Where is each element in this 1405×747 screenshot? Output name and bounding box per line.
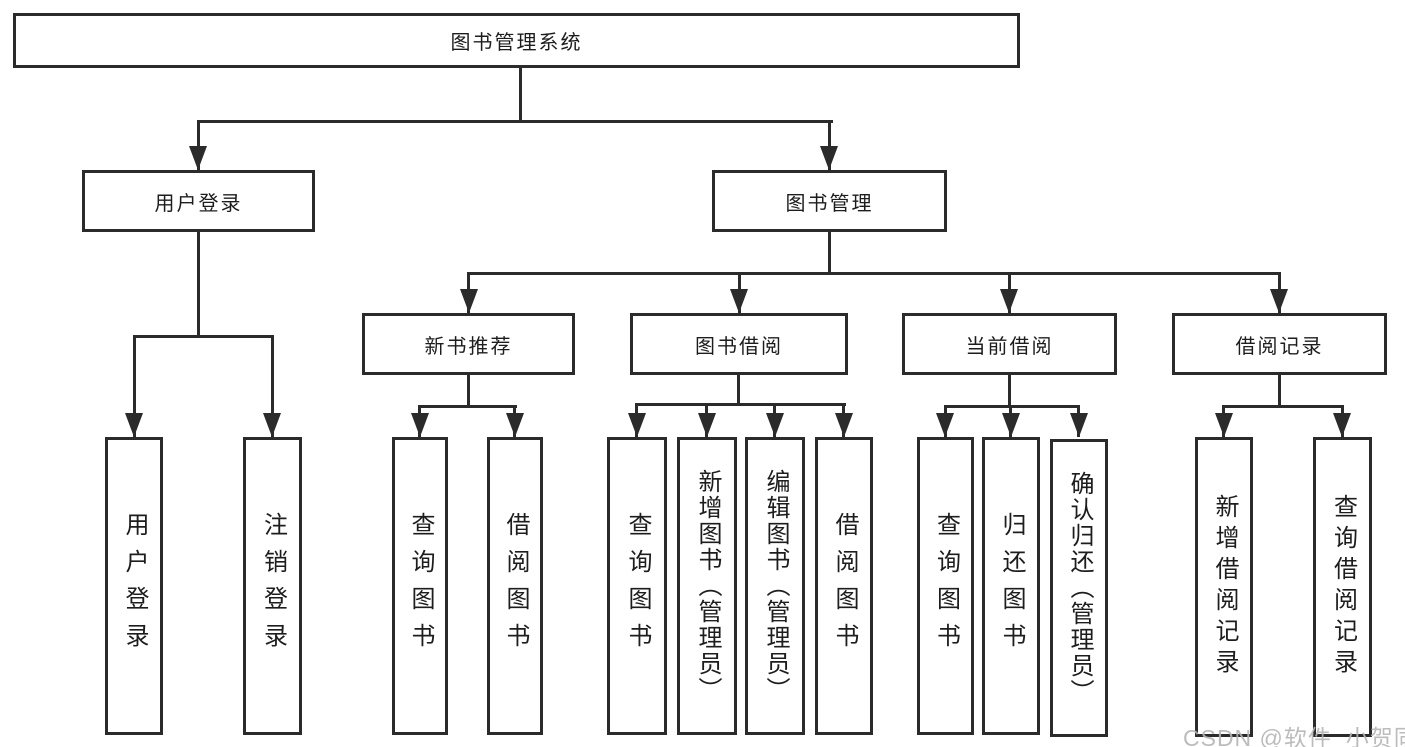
arrow-down-icon: [506, 413, 524, 437]
connector-line: [197, 120, 833, 123]
leaf-label: 注销登录: [259, 512, 287, 660]
arrow-down-icon: [460, 289, 478, 313]
connector-line: [197, 232, 200, 335]
node-label: 图书管理: [785, 192, 874, 215]
arrow-down-icon: [936, 413, 954, 437]
node-label: 图书管理系统: [450, 32, 583, 54]
arrow-down-icon: [820, 146, 838, 170]
connector-line: [133, 335, 274, 338]
leaf-return-books: 归还图书: [982, 437, 1040, 735]
arrow-down-icon: [411, 413, 429, 437]
node-book-management: 图书管理: [712, 170, 947, 232]
leaf-borrow-books-recommend: 借阅图书: [487, 437, 543, 735]
arrow-down-icon: [1270, 289, 1288, 313]
leaf-label: 确认归还（管理员）: [1066, 471, 1093, 705]
node-new-book-recommend: 新书推荐: [362, 313, 575, 375]
connector-line: [519, 68, 522, 120]
connector-line: [636, 403, 846, 406]
leaf-logout: 注销登录: [243, 437, 302, 735]
leaf-add-book-admin: 新增图书（管理员）: [677, 437, 737, 735]
arrow-down-icon: [730, 289, 748, 313]
leaf-query-books-current: 查询图书: [917, 437, 974, 735]
leaf-label: 查询图书: [624, 512, 651, 660]
arrow-down-icon: [1333, 413, 1351, 437]
leaf-confirm-return-admin: 确认归还（管理员）: [1050, 439, 1108, 737]
connector-line: [467, 375, 470, 405]
node-label: 当前借阅: [965, 335, 1054, 358]
leaf-label: 新增图书（管理员）: [694, 469, 721, 703]
leaf-label: 查询借阅记录: [1329, 494, 1357, 680]
watermark: CSDN @软件_小贺同学: [1183, 725, 1405, 747]
node-label: 新书推荐: [424, 335, 513, 358]
connector-line: [737, 375, 740, 403]
leaf-label: 借阅图书: [502, 512, 529, 660]
arrow-down-icon: [1002, 413, 1020, 437]
arrow-down-icon: [698, 413, 716, 437]
node-borrow-records: 借阅记录: [1172, 313, 1387, 375]
arrow-down-icon: [263, 413, 281, 437]
leaf-label: 查询图书: [407, 512, 434, 660]
arrow-down-icon: [766, 413, 784, 437]
leaf-edit-book-admin: 编辑图书（管理员）: [745, 437, 805, 735]
node-label: 图书借阅: [695, 335, 783, 358]
connector-line: [828, 120, 831, 170]
leaf-borrow-books: 借阅图书: [815, 437, 873, 735]
leaf-query-borrow-record: 查询借阅记录: [1313, 437, 1372, 737]
node-system-root: 图书管理系统: [13, 13, 1020, 68]
node-book-borrow: 图书借阅: [630, 313, 848, 375]
leaf-label: 借阅图书: [831, 512, 858, 660]
connector-line: [1223, 405, 1344, 408]
connector-line: [1278, 375, 1281, 405]
node-label: 借阅记录: [1235, 335, 1324, 358]
leaf-query-books-borrow: 查询图书: [607, 437, 667, 735]
arrow-down-icon: [189, 146, 207, 170]
leaf-query-books-recommend: 查询图书: [392, 437, 448, 735]
connector-line: [944, 405, 1080, 408]
node-user-login: 用户登录: [82, 170, 315, 232]
connector-line: [419, 405, 517, 408]
connector-line: [467, 272, 1281, 275]
leaf-add-borrow-record: 新增借阅记录: [1195, 437, 1253, 737]
arrow-down-icon: [125, 413, 143, 437]
arrow-down-icon: [1000, 289, 1018, 313]
arrow-down-icon: [1215, 413, 1233, 437]
leaf-user-login: 用户登录: [105, 437, 163, 735]
leaf-label: 用户登录: [121, 512, 148, 660]
connector-line: [828, 232, 831, 272]
arrow-down-icon: [628, 413, 646, 437]
connector-line: [133, 335, 136, 437]
leaf-label: 编辑图书（管理员）: [762, 469, 789, 703]
arrow-down-icon: [1070, 413, 1088, 437]
node-label: 用户登录: [154, 192, 243, 215]
connector-line: [1008, 375, 1011, 405]
connector-line: [197, 120, 200, 170]
leaf-label: 查询图书: [932, 512, 960, 660]
leaf-label: 归还图书: [998, 512, 1025, 660]
connector-line: [271, 335, 274, 437]
leaf-label: 新增借阅记录: [1211, 494, 1238, 680]
node-current-borrow: 当前借阅: [902, 313, 1117, 375]
arrow-down-icon: [835, 413, 853, 437]
